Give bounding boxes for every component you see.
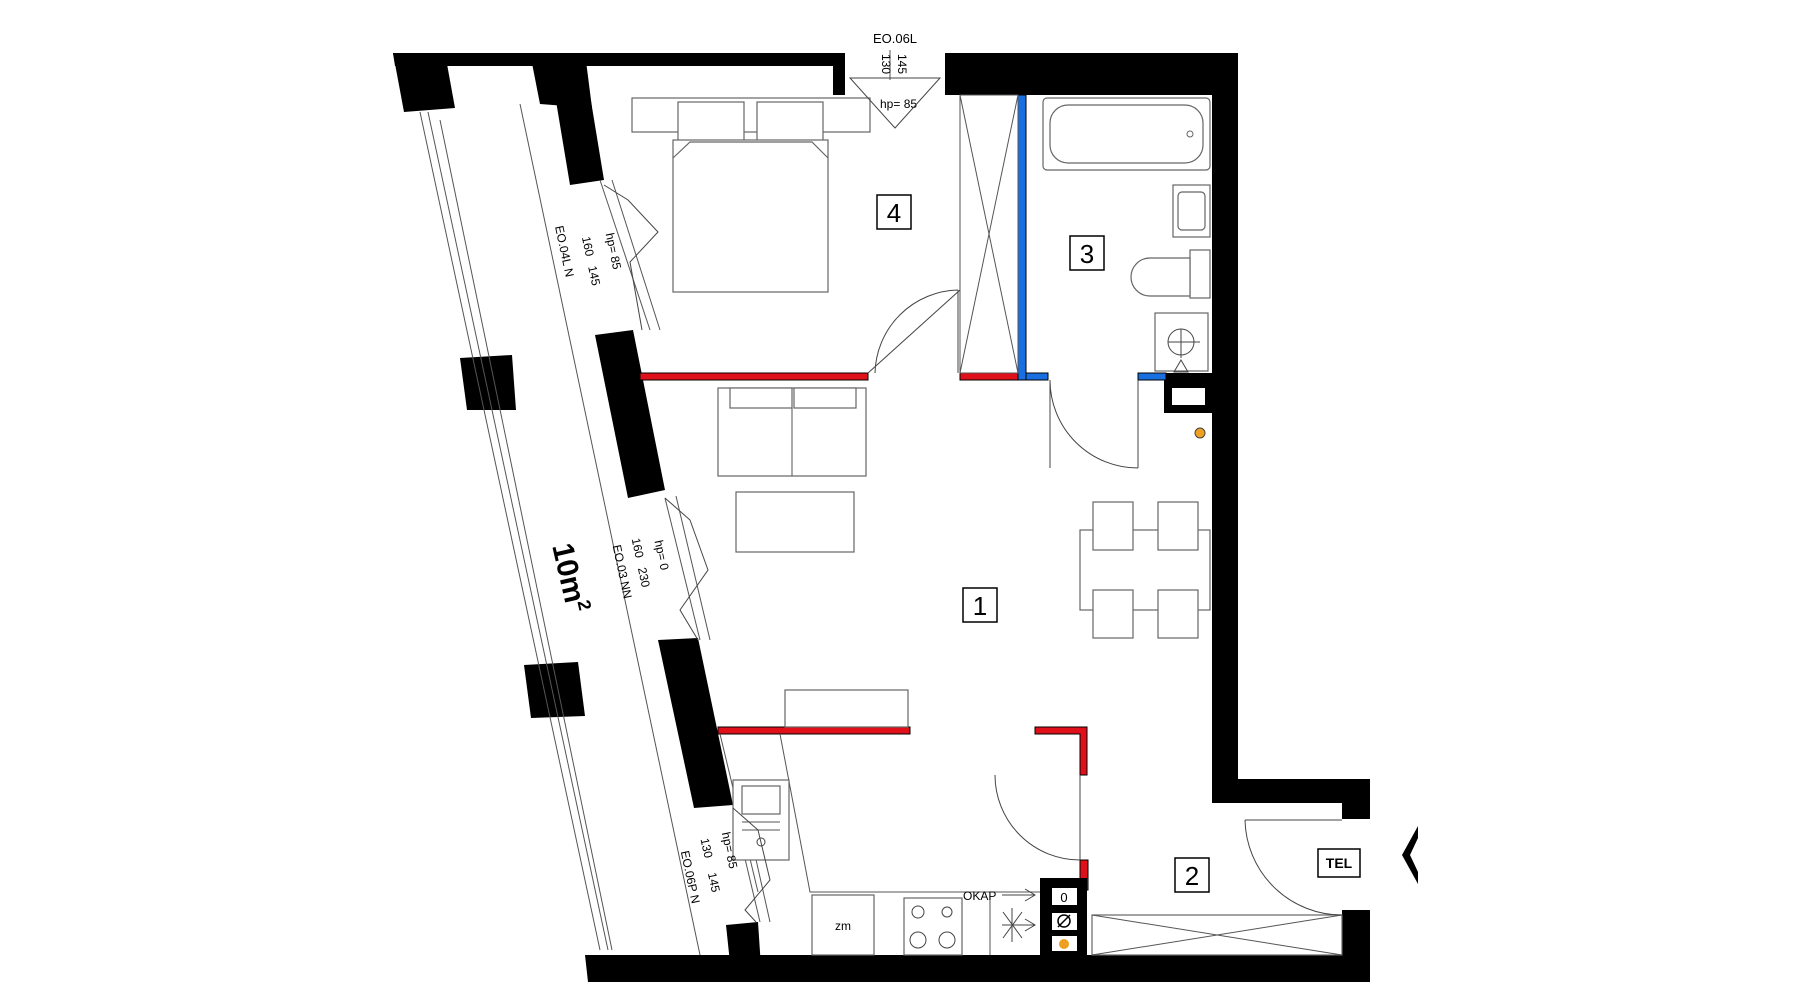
window-mid-left-width: 160 (629, 537, 647, 560)
window-mid-left-hp: hp= 0 (652, 539, 672, 572)
chair-2 (1157, 501, 1199, 551)
chair-1 (1092, 501, 1134, 551)
ventilation-shaft: 0 (1040, 878, 1087, 955)
fridge-label: zm (835, 919, 851, 933)
tv-cabinet (784, 689, 909, 728)
exterior-walls (393, 53, 1370, 982)
room-number-3: 3 (1080, 239, 1094, 269)
kitchen: zm OKAP (719, 733, 1055, 956)
partition-bath-black (1166, 373, 1212, 380)
living-furniture (717, 387, 1211, 728)
window-top-height: 145 (895, 54, 909, 74)
window-mid-left-code: EO.03 NN (610, 543, 635, 599)
window-lower-left-height: 145 (705, 871, 723, 894)
top-window-jamb-left (833, 53, 845, 95)
window-mid-left-height: 230 (635, 566, 653, 589)
window-top-code: EO.06L (873, 31, 917, 46)
pillow-left (677, 101, 745, 145)
partition-hall-corner (1034, 726, 1088, 776)
svg-text:10m2: 10m2 (545, 540, 595, 616)
window-upper-left-swing (603, 184, 659, 331)
coffee-table (735, 491, 855, 553)
balcony-corner-top (393, 53, 455, 112)
headboard (631, 97, 871, 133)
balcony-corner-top-inner (530, 53, 592, 108)
shaft-label: 0 (1060, 890, 1067, 905)
hood-label: OKAP (963, 889, 996, 903)
facade-piers (555, 53, 958, 982)
balcony-area-superscript: 2 (573, 598, 595, 612)
partition-closet-blue-vertical (1017, 94, 1027, 381)
window-upper-left-code: EO.04L N (552, 224, 577, 278)
bottom-wall (588, 955, 1370, 982)
bath-shaft (1164, 380, 1212, 413)
pier-middle (595, 330, 665, 498)
room-labels: 4 3 1 2 (876, 194, 1210, 893)
window-lower-left-width: 130 (698, 837, 716, 860)
partition-closet-blue-horizontal (1025, 372, 1049, 381)
window-upper-left-width: 160 (579, 235, 597, 258)
chair-3 (1092, 589, 1134, 639)
sensor-dot (1194, 427, 1206, 439)
top-window-jamb-right (945, 53, 958, 95)
entrance-arrow-icon (1402, 826, 1418, 884)
room-number-4: 4 (887, 198, 901, 228)
partition-bath-blue (1137, 372, 1167, 381)
chair-4 (1157, 589, 1199, 639)
pier-upper (555, 95, 604, 185)
window-mid-left: EO.03 NN 160 230 hp= 0 (610, 537, 672, 600)
pier-bottom (726, 922, 762, 982)
bed (672, 139, 829, 293)
pillow-right (756, 101, 824, 145)
window-top-width: 130 (879, 54, 893, 74)
window-lower-left-code: EO.06P N (678, 849, 703, 905)
window-mid-left-swing (664, 497, 709, 641)
entrance: TEL (1091, 819, 1418, 956)
balcony-area: 10m2 (545, 540, 595, 616)
window-upper-left-height: 145 (585, 264, 603, 287)
toilet-bowl (1130, 257, 1191, 297)
bathroom-door (1049, 379, 1139, 469)
balcony-pier-2 (524, 662, 585, 718)
hall-door (994, 774, 1081, 861)
wardrobe (959, 94, 1019, 374)
partition-kitchen (717, 726, 911, 735)
fridge (811, 894, 875, 956)
right-wall (1212, 53, 1238, 803)
balcony-pier-1 (460, 355, 516, 410)
bedroom-furniture (631, 97, 871, 293)
window-top-hp: hp= 85 (880, 97, 917, 111)
window-upper-left-hp: hp= 85 (603, 232, 624, 271)
pier-lower (658, 638, 733, 808)
tel-label: TEL (1326, 855, 1353, 871)
room-number-2: 2 (1185, 861, 1199, 891)
top-wall-right (958, 53, 1238, 95)
window-lower-left-swing (732, 807, 771, 923)
balcony-area-value: 10m (545, 540, 591, 606)
right-entry-jamb-top (1342, 779, 1370, 819)
balcony-bottom-corner (585, 955, 642, 982)
bedroom-door (867, 289, 961, 374)
top-wall-left (393, 53, 833, 66)
tel-box (1317, 848, 1361, 878)
room-number-1: 1 (973, 591, 987, 621)
partition-closet-red (959, 372, 1019, 381)
window-top: EO.06L 130 145 hp= 85 (848, 31, 942, 129)
window-lower-left: EO.06P N 130 145 hp= 85 (678, 831, 741, 905)
bathroom-fixtures (1042, 97, 1211, 373)
toilet-tank (1189, 249, 1211, 299)
partition-bedroom-living (639, 372, 869, 381)
